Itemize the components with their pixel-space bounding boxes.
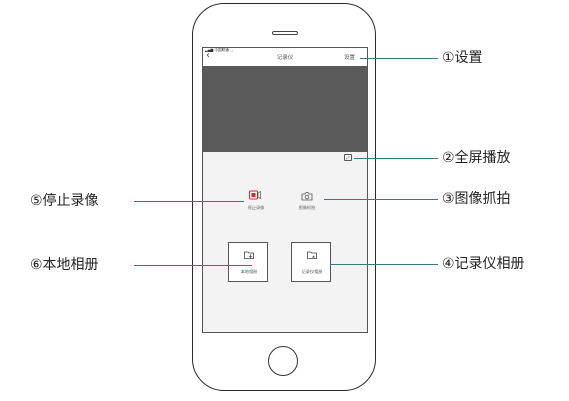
stop-record-label: 停止录像 — [247, 205, 265, 210]
dashcam-album-button[interactable]: 记录仪相册 — [291, 242, 331, 282]
home-button[interactable] — [268, 346, 298, 376]
callout-line-2 — [354, 158, 438, 159]
callout-fullscreen: ②全屏播放 — [442, 150, 511, 166]
local-album-button[interactable]: 本地相册 — [228, 242, 268, 282]
folder-download-icon — [244, 251, 254, 259]
signal-icon: ▂▄▆ — [205, 48, 214, 52]
callout-dashcam-album: ④记录仪相册 — [442, 256, 525, 272]
callout-line-4 — [330, 264, 438, 265]
fullscreen-icon[interactable]: ⤢ — [344, 154, 352, 161]
callout-line-3 — [324, 199, 438, 200]
callout-settings: ①设置 — [442, 50, 483, 66]
callout-stop-record: ⑤停止录像 — [30, 193, 99, 209]
callout-line-1 — [360, 58, 438, 59]
local-album-label: 本地相册 — [240, 269, 258, 274]
callout-line-6 — [134, 265, 252, 266]
page-title: 记录仪 — [276, 55, 294, 61]
wifi-icon: ◡ — [229, 48, 234, 52]
callout-snapshot: ③图像抓拍 — [442, 191, 511, 207]
status-bar: ▂▄▆ 中国联通 ◡ — [205, 48, 233, 53]
camera-icon[interactable] — [301, 191, 313, 201]
phone-speaker — [272, 31, 298, 35]
folder-image-icon — [307, 251, 317, 259]
callout-line-5 — [134, 201, 244, 202]
stop-record-button[interactable] — [249, 190, 261, 200]
snapshot-label: 图像抓拍 — [298, 205, 316, 210]
carrier-label: 中国联通 — [214, 48, 229, 52]
dashcam-album-label: 记录仪相册 — [301, 269, 323, 274]
settings-button[interactable]: 设置 — [344, 55, 356, 61]
video-preview — [203, 66, 367, 152]
back-button[interactable]: ‹ — [206, 50, 210, 61]
callout-local-album: ⑥本地相册 — [30, 257, 99, 273]
